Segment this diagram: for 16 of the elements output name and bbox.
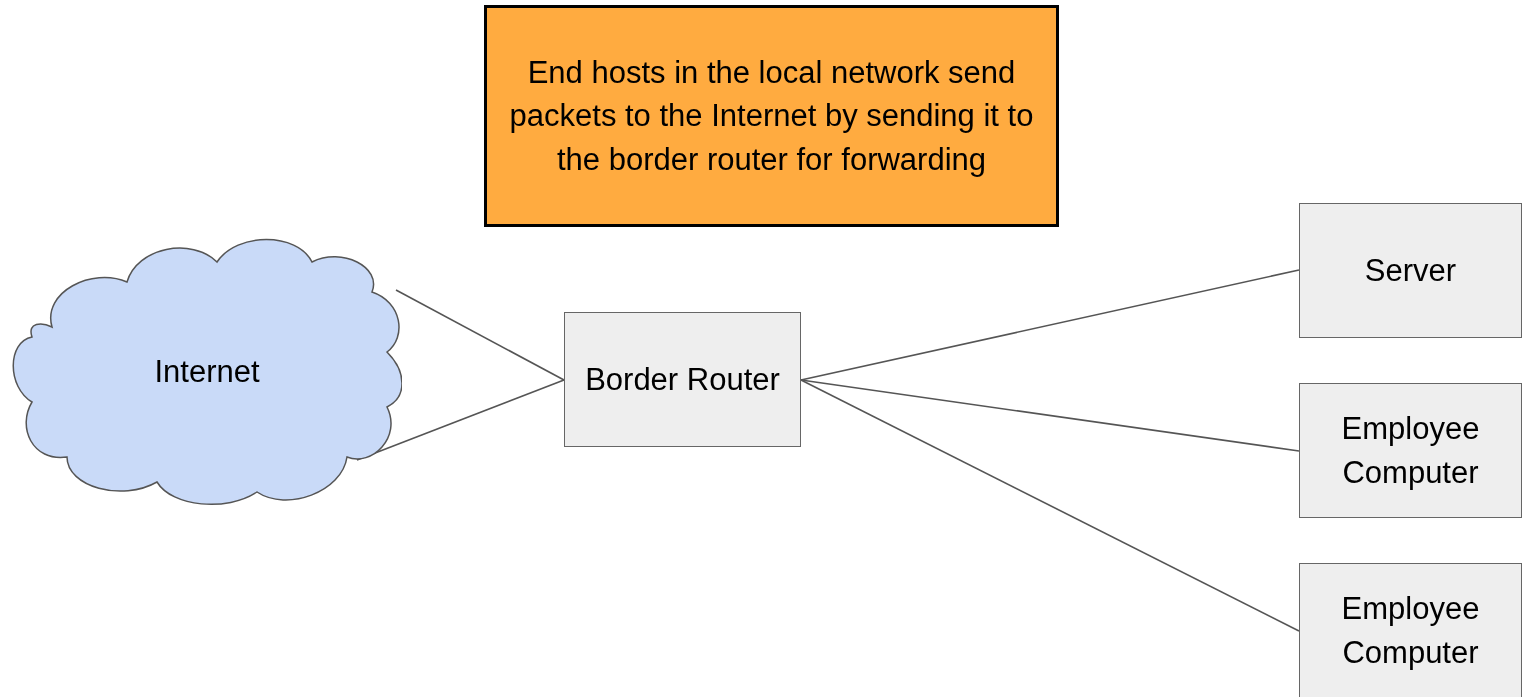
router-box — [564, 312, 801, 447]
note-box — [484, 5, 1059, 227]
server-box — [1299, 203, 1522, 338]
node-label: Employee Computer — [1340, 590, 1481, 672]
connector-line — [800, 379, 1300, 452]
computer-box — [1299, 563, 1522, 697]
node-label: Border Router — [585, 360, 780, 399]
connector-line — [800, 379, 1300, 632]
node-label: Server — [1364, 251, 1457, 290]
computer-box — [1299, 383, 1522, 518]
connector-line — [800, 269, 1300, 381]
connector-line — [395, 289, 565, 381]
node-label: Employee Computer — [1340, 410, 1481, 492]
connector-line — [356, 379, 565, 461]
note-text: End hosts in the local network send packets to the Internet by sending it to the border router for forwarding — [508, 53, 1035, 179]
node-label: Internet — [154, 354, 260, 390]
